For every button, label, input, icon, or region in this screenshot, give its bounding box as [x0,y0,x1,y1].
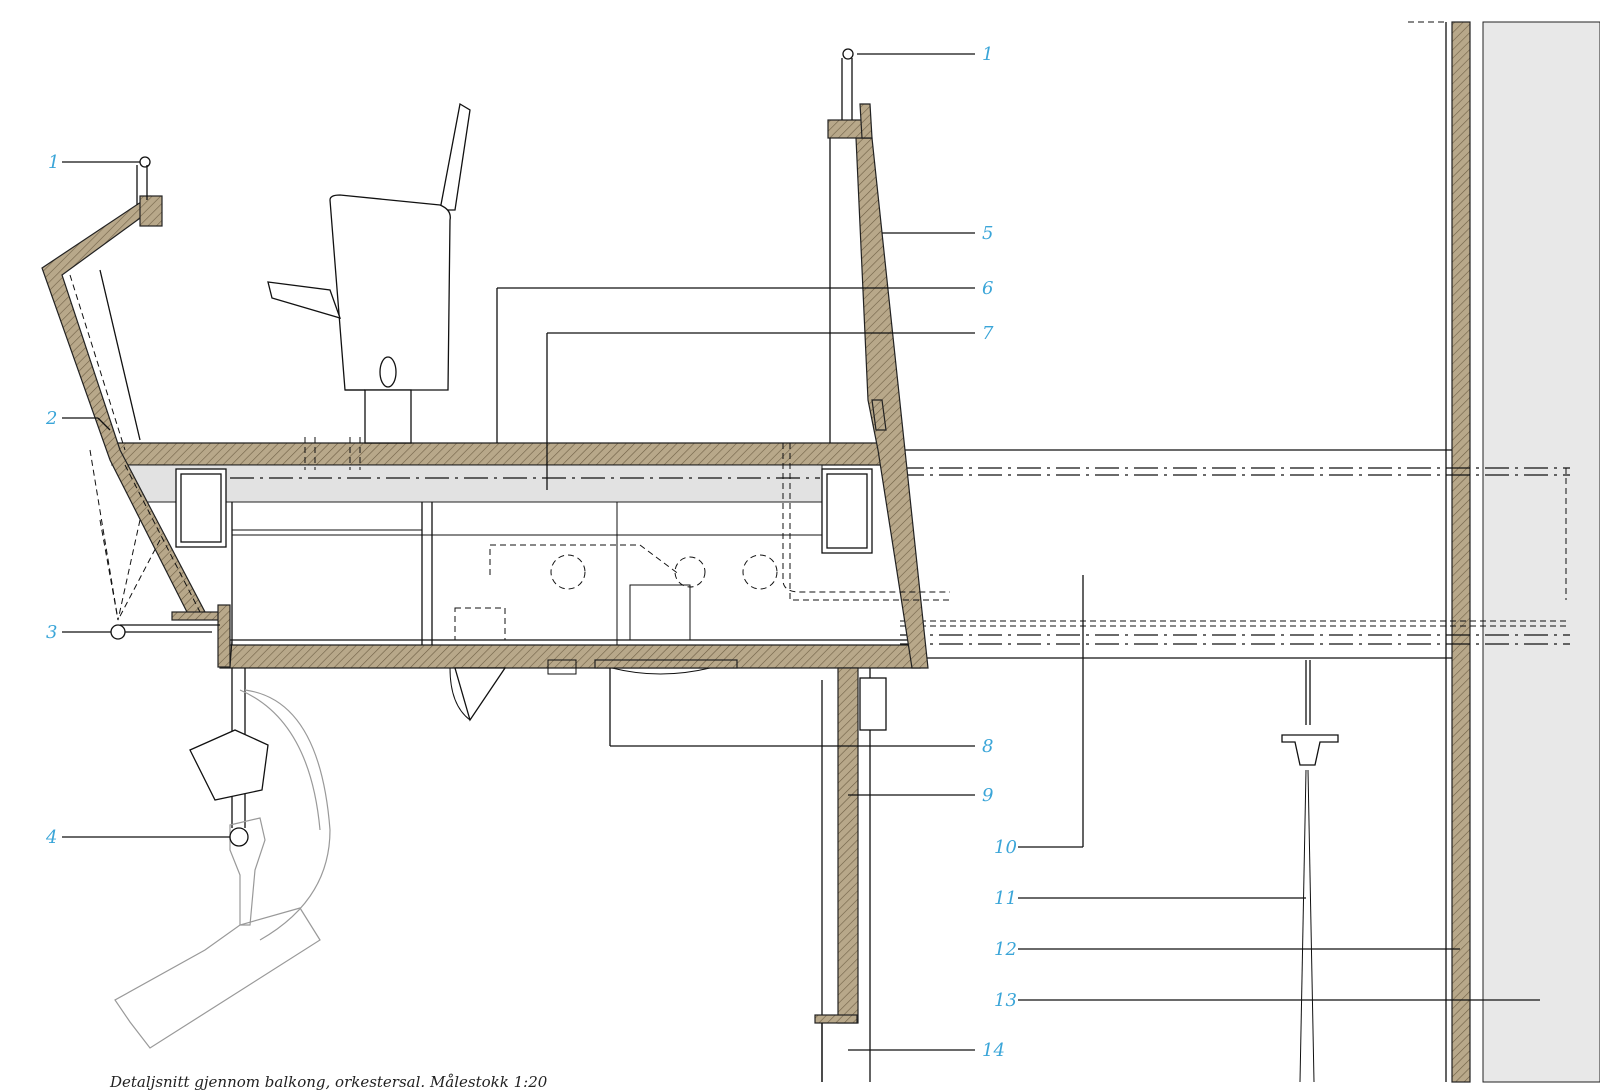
right-parapet [827,48,929,669]
callout-11: 11 [994,888,1017,909]
handrail-left [139,156,151,168]
leader-lines [62,53,1540,1051]
callout-8: 8 [982,736,993,757]
callout-1-right: 1 [982,44,993,65]
right-wall [1408,21,1600,1083]
callout-3: 3 [46,622,57,643]
callout-2: 2 [45,408,57,429]
floor-beam [900,449,1570,659]
callout-1-left: 1 [48,152,59,173]
sprinkler [1281,660,1339,1083]
lighting-rig [114,668,331,1049]
balcony-slab [111,442,921,669]
left-parapet [41,156,231,668]
callout-6: 6 [982,278,993,299]
callout-7: 7 [982,323,994,344]
ceiling-fixtures [449,659,738,722]
callout-5: 5 [982,223,993,244]
callout-13: 13 [994,990,1017,1011]
callout-14: 14 [982,1040,1005,1061]
callout-12: 12 [994,939,1017,960]
services [304,437,950,641]
lower-column [814,667,887,1082]
light-rail [110,624,126,640]
callout-4: 4 [45,827,57,848]
rig-pipe [229,827,249,847]
drawing-caption: Detaljsnitt gjennom balkong, orkestersal… [109,1073,548,1091]
callout-labels: 1 1 2 3 4 5 6 7 8 9 10 11 12 13 14 [45,44,1017,1061]
seat [267,102,471,444]
handrail-right [842,48,854,60]
callout-10: 10 [994,837,1017,858]
callout-9: 9 [982,785,993,806]
